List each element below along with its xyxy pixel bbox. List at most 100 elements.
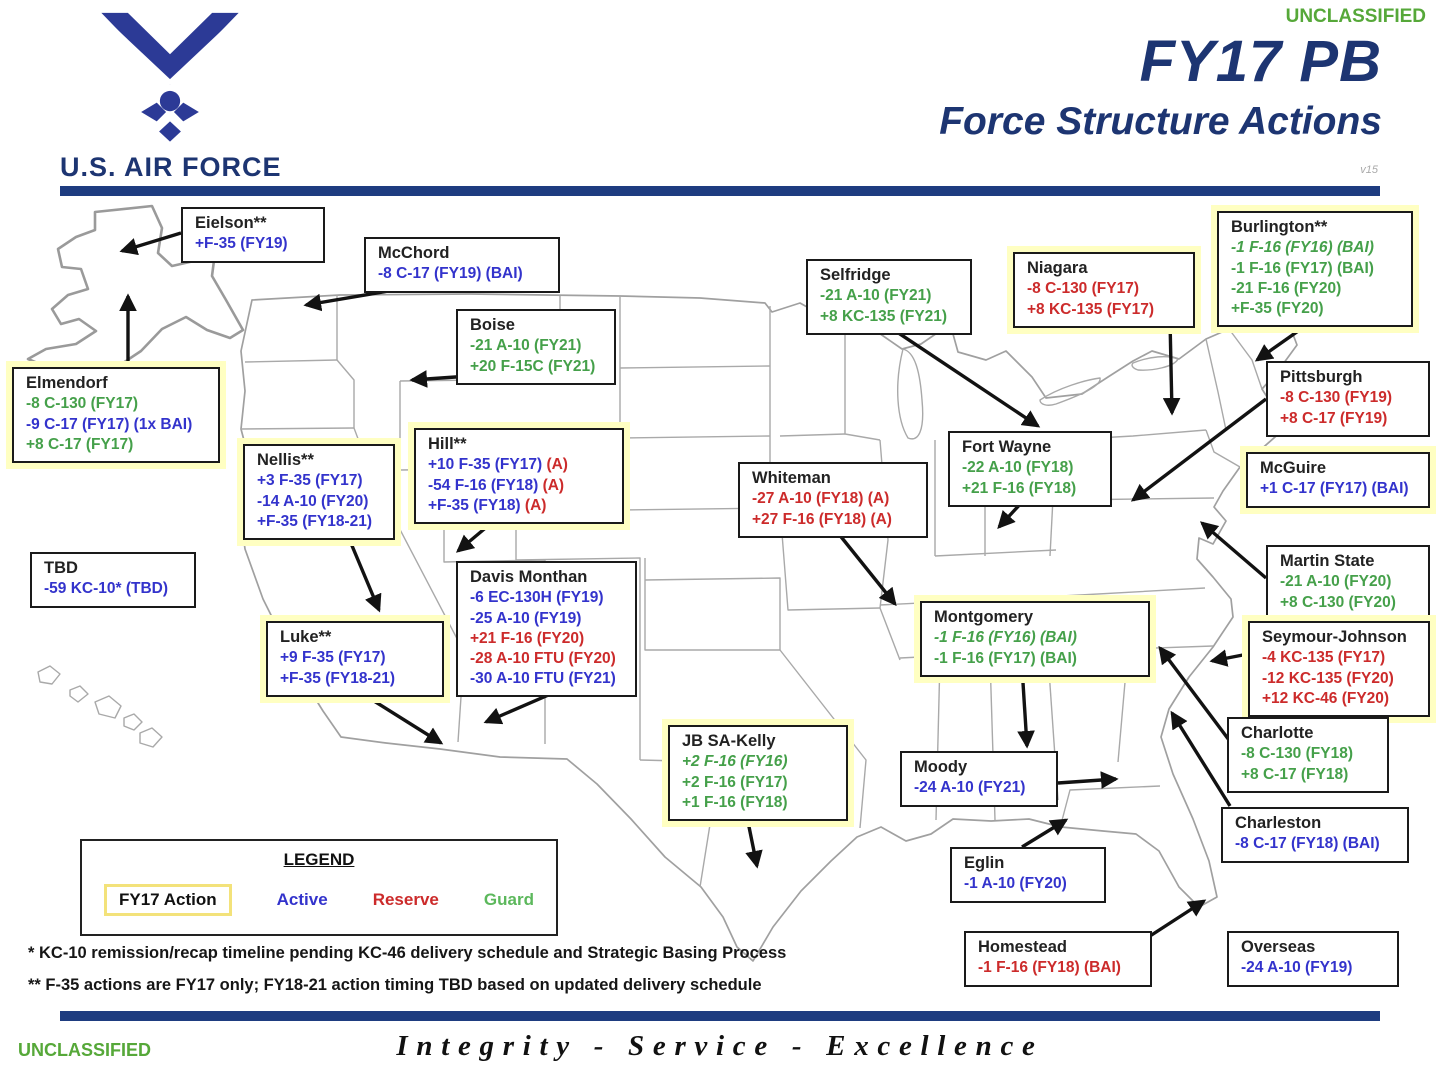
action-segment: -21 F-16 (FY20) bbox=[1231, 279, 1342, 297]
action-segment: -8 C-17 (FY18) (BAI) bbox=[1235, 835, 1380, 853]
base-name: Whiteman bbox=[752, 469, 831, 487]
action-segment: (A) bbox=[546, 456, 568, 474]
footnote-f35: ** F-35 actions are FY17 only; FY18-21 a… bbox=[28, 976, 762, 994]
base-name: Nellis** bbox=[257, 451, 314, 469]
action-segment: -14 A-10 (FY20) bbox=[257, 492, 369, 510]
action-segment: +21 F-16 (FY18) bbox=[962, 479, 1077, 497]
callout-boise: Boise-21 A-10 (FY21)+20 F-15C (FY21) bbox=[456, 309, 616, 385]
version-label: v15 bbox=[1360, 164, 1378, 176]
force-action-line: -28 A-10 FTU (FY20) bbox=[470, 649, 625, 669]
callout-mcguire: McGuire +1 C-17 (FY17) (BAI) bbox=[1246, 452, 1430, 508]
callout-eglin: Eglin-1 A-10 (FY20) bbox=[950, 847, 1106, 903]
action-segment: -1 F-16 (FY17) (BAI) bbox=[1231, 259, 1374, 277]
force-action-line: +21 F-16 (FY18) bbox=[962, 479, 1100, 499]
action-segment: +20 F-15C (FY21) bbox=[470, 357, 596, 375]
force-action-line: -21 F-16 (FY20) bbox=[1231, 279, 1401, 299]
callout-burlington: Burlington** -1 F-16 (FY16) (BAI)-1 F-16 … bbox=[1217, 211, 1413, 327]
base-name: Martin State bbox=[1280, 552, 1375, 570]
force-action-line: +F-35 (FY19) bbox=[195, 234, 313, 254]
base-name: Moody bbox=[914, 758, 968, 776]
action-segment: (A) bbox=[524, 496, 547, 514]
arrow-niagara bbox=[1162, 319, 1181, 416]
legend-guard-label: Guard bbox=[483, 890, 534, 909]
legend-box: LEGEND FY17 Action Active Reserve Guard bbox=[80, 839, 558, 936]
force-action-line: -8 C-130 (FY19) bbox=[1280, 388, 1418, 408]
force-action-line: -6 EC-130H (FY19) bbox=[470, 588, 625, 608]
action-segment: +F-35 (FY18-21) bbox=[257, 512, 373, 530]
callout-elmendorf: Elmendorf-8 C-130 (FY17)-9 C-17 (FY17) (… bbox=[12, 367, 220, 463]
action-segment: +8 C-130 (FY20) bbox=[1280, 593, 1396, 611]
action-segment: -25 A-10 (FY19) bbox=[470, 609, 582, 627]
force-action-line: +1 F-16 (FY18) bbox=[682, 793, 836, 813]
callout-hill: Hill**+10 F-35 (FY17) (A)-54 F-16 (FY18)… bbox=[414, 428, 624, 524]
action-segment: -59 KC-10* (TBD) bbox=[44, 580, 169, 598]
base-name: Selfridge bbox=[820, 266, 891, 284]
force-action-line: -24 A-10 (FY19) bbox=[1241, 958, 1387, 978]
force-action-line: -1 F-16 (FY17) (BAI) bbox=[1231, 259, 1401, 279]
legend-active-label: Active bbox=[276, 890, 328, 909]
action-segment: +1 C-17 (FY17) (BAI) bbox=[1260, 480, 1409, 498]
action-segment: -24 A-10 (FY21) bbox=[914, 779, 1026, 797]
callout-seymour-johnson: Seymour-Johnson-4 KC-135 (FY17)-12 KC-13… bbox=[1248, 621, 1430, 717]
action-segment: -12 KC-135 (FY20) bbox=[1262, 669, 1394, 687]
base-name: Davis Monthan bbox=[470, 568, 588, 586]
force-action-line: -8 C-130 (FY17) bbox=[1027, 279, 1183, 299]
callout-moody: Moody -24 A-10 (FY21) bbox=[900, 751, 1058, 807]
base-name: Pittsburgh bbox=[1280, 368, 1363, 386]
force-action-line: -4 KC-135 (FY17) bbox=[1262, 648, 1418, 668]
slide-title-line1: FY17 PB bbox=[1139, 29, 1382, 94]
force-action-line: +F-35 (FY20) bbox=[1231, 299, 1401, 319]
action-segment: -8 C-130 (FY17) bbox=[1027, 280, 1139, 298]
callout-nellis: Nellis** +3 F-35 (FY17) -14 A-10 (FY20) +F-… bbox=[243, 444, 395, 540]
action-segment: -4 KC-135 (FY17) bbox=[1262, 649, 1386, 667]
callout-charleston: Charleston-8 C-17 (FY18) (BAI) bbox=[1221, 807, 1409, 863]
force-action-line: -1 F-16 (FY18) (BAI) bbox=[978, 958, 1140, 978]
force-action-line: -1 F-16 (FY17) (BAI) bbox=[934, 649, 1138, 669]
action-segment: -21 A-10 (FY21) bbox=[470, 337, 582, 355]
arrow-eielson bbox=[119, 231, 182, 256]
action-segment: +3 F-35 (FY17) bbox=[257, 472, 363, 490]
force-action-line: -30 A-10 FTU (FY21) bbox=[470, 669, 625, 689]
base-name: Burlington** bbox=[1231, 218, 1328, 236]
arrow-charleston bbox=[1170, 710, 1232, 807]
callout-montgomery: Montgomery-1 F-16 (FY16) (BAI)-1 F-16 (F… bbox=[920, 601, 1150, 677]
action-segment: -27 A-10 (FY18) (A) bbox=[752, 490, 890, 508]
callout-selfridge: Selfridge-21 A-10 (FY21)+8 KC-135 (FY21) bbox=[806, 259, 972, 335]
arrow-hill bbox=[455, 518, 497, 553]
force-action-line: -21 A-10 (FY20) bbox=[1280, 572, 1418, 592]
action-segment: +27 F-16 (FY18) (A) bbox=[752, 510, 892, 528]
action-segment: -8 C-130 (FY18) bbox=[1241, 745, 1353, 763]
arrow-seymour-johnson bbox=[1209, 649, 1249, 667]
base-name: McGuire bbox=[1260, 459, 1327, 477]
force-action-line: +F-35 (FY18-21) bbox=[280, 669, 432, 689]
force-action-line: +2 F-16 (FY16) bbox=[682, 752, 836, 772]
classification-banner-top: UNCLASSIFIED bbox=[1285, 6, 1426, 27]
force-action-line: -12 KC-135 (FY20) bbox=[1262, 669, 1418, 689]
action-segment: -28 A-10 FTU (FY20) bbox=[470, 649, 616, 667]
base-name: Homestead bbox=[978, 938, 1067, 956]
action-segment: +10 F-35 (FY17) bbox=[428, 456, 547, 474]
legend-row: FY17 Action Active Reserve Guard bbox=[82, 870, 556, 916]
action-segment: +F-35 (FY20) bbox=[1231, 299, 1324, 317]
force-action-line: -25 A-10 (FY19) bbox=[470, 609, 625, 629]
action-segment: -8 C-17 (FY19) (BAI) bbox=[378, 265, 523, 283]
force-action-line: +27 F-16 (FY18) (A) bbox=[752, 510, 916, 530]
callout-niagara: Niagara-8 C-130 (FY17)+8 KC-135 (FY17) bbox=[1013, 252, 1195, 328]
arrow-burlington bbox=[1254, 320, 1312, 362]
usaf-wings-logo-icon bbox=[101, 12, 239, 142]
action-segment: +12 KC-46 (FY20) bbox=[1262, 689, 1390, 707]
base-name: Charlotte bbox=[1241, 724, 1314, 742]
legend-title: LEGEND bbox=[283, 850, 355, 869]
force-action-line: -22 A-10 (FY18) bbox=[962, 458, 1100, 478]
callout-jb-sa-kelly: JB SA-Kelly+2 F-16 (FY16)+2 F-16 (FY17)+… bbox=[668, 725, 848, 821]
force-action-line: +9 F-35 (FY17) bbox=[280, 648, 432, 668]
usaf-wordmark: U.S. AIR FORCE bbox=[60, 152, 282, 182]
force-action-line: -9 C-17 (FY17) (1x BAI) bbox=[26, 415, 208, 435]
action-segment: -1 F-16 (FY18) (BAI) bbox=[978, 959, 1121, 977]
force-action-line: -1 F-16 (FY16) (BAI) bbox=[1231, 238, 1401, 258]
action-segment: +9 F-35 (FY17) bbox=[280, 649, 386, 667]
callout-eielson: Eielson**+F-35 (FY19) bbox=[181, 207, 325, 263]
force-action-line: -21 A-10 (FY21) bbox=[820, 286, 960, 306]
force-action-line: +12 KC-46 (FY20) bbox=[1262, 689, 1418, 709]
action-segment: -21 A-10 (FY20) bbox=[1280, 573, 1392, 591]
